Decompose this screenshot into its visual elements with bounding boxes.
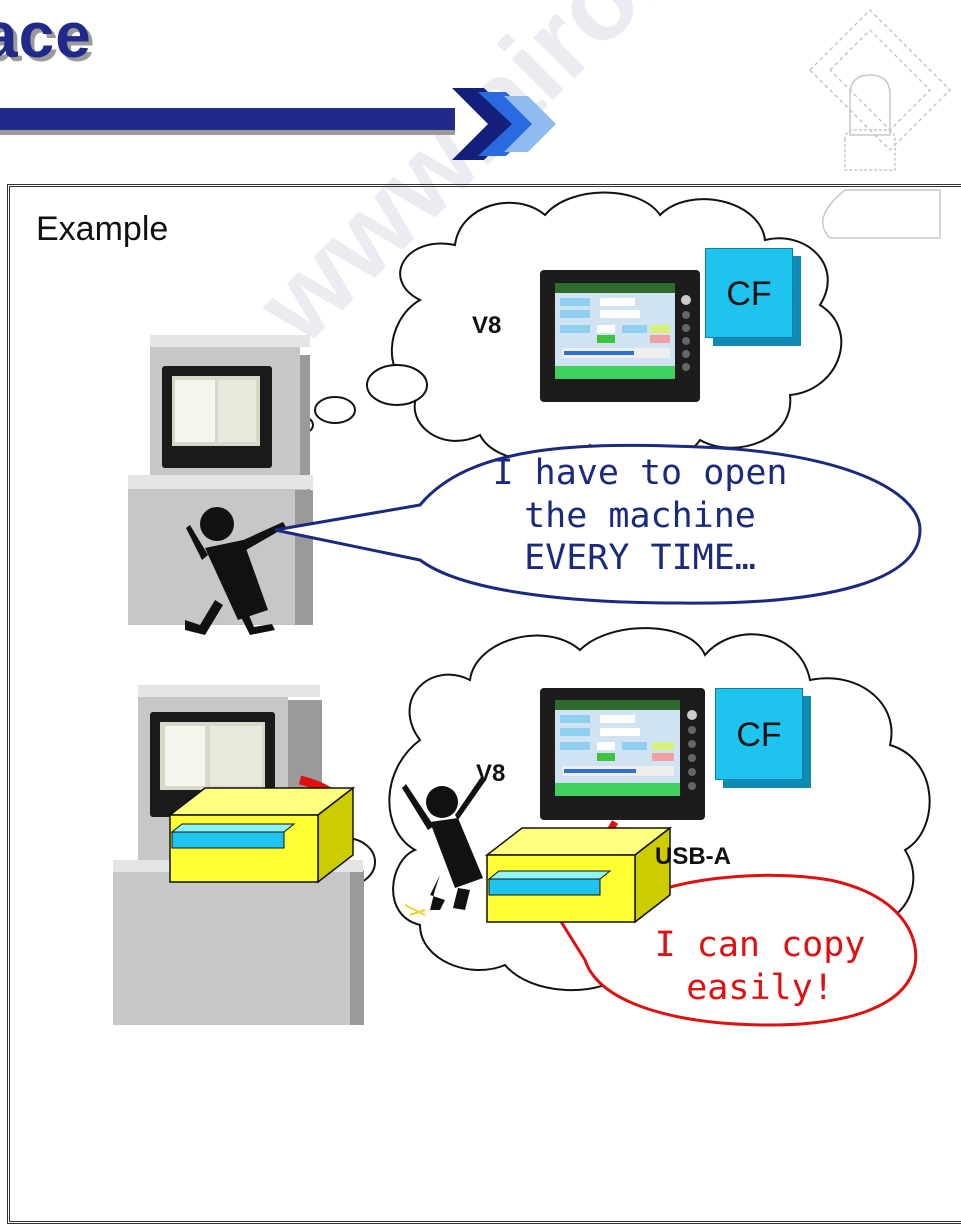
speech-text-bottom: I can copy easily! <box>620 924 900 1009</box>
v8-display-top <box>540 270 700 402</box>
chevron-right-icon <box>452 88 520 160</box>
speech-text-top: I have to open the machine EVERY TIME… <box>440 452 840 580</box>
speech-line: I have to open <box>492 453 788 493</box>
cf-card-top: CF <box>705 248 793 338</box>
title-decoration <box>0 88 556 160</box>
chevron-right-icon <box>504 96 556 152</box>
slide-title: ace <box>0 0 92 71</box>
usb-drive-box-cloud <box>484 826 673 924</box>
speech-line: EVERY TIME… <box>524 538 756 579</box>
person-figure-top <box>185 507 286 635</box>
usb-drive-box-panel <box>167 786 356 884</box>
example-label: Example <box>36 210 169 248</box>
speech-balloon-top <box>274 443 922 605</box>
speech-line: easily! <box>686 967 834 1008</box>
v8-label-top: V8 <box>472 312 502 339</box>
speech-line: I can copy <box>654 925 866 965</box>
v8-label-bottom: V8 <box>476 760 506 787</box>
usb-a-label: USB-A <box>655 843 731 870</box>
cf-card-bottom: CF <box>715 688 803 780</box>
person-figure-bottom <box>402 777 486 916</box>
speech-line: the machine <box>524 495 756 536</box>
v8-display-bottom <box>540 688 705 820</box>
chevron-right-icon <box>478 92 540 156</box>
pointing-hand-icon <box>808 8 952 239</box>
industrial-panel-top <box>128 335 313 625</box>
